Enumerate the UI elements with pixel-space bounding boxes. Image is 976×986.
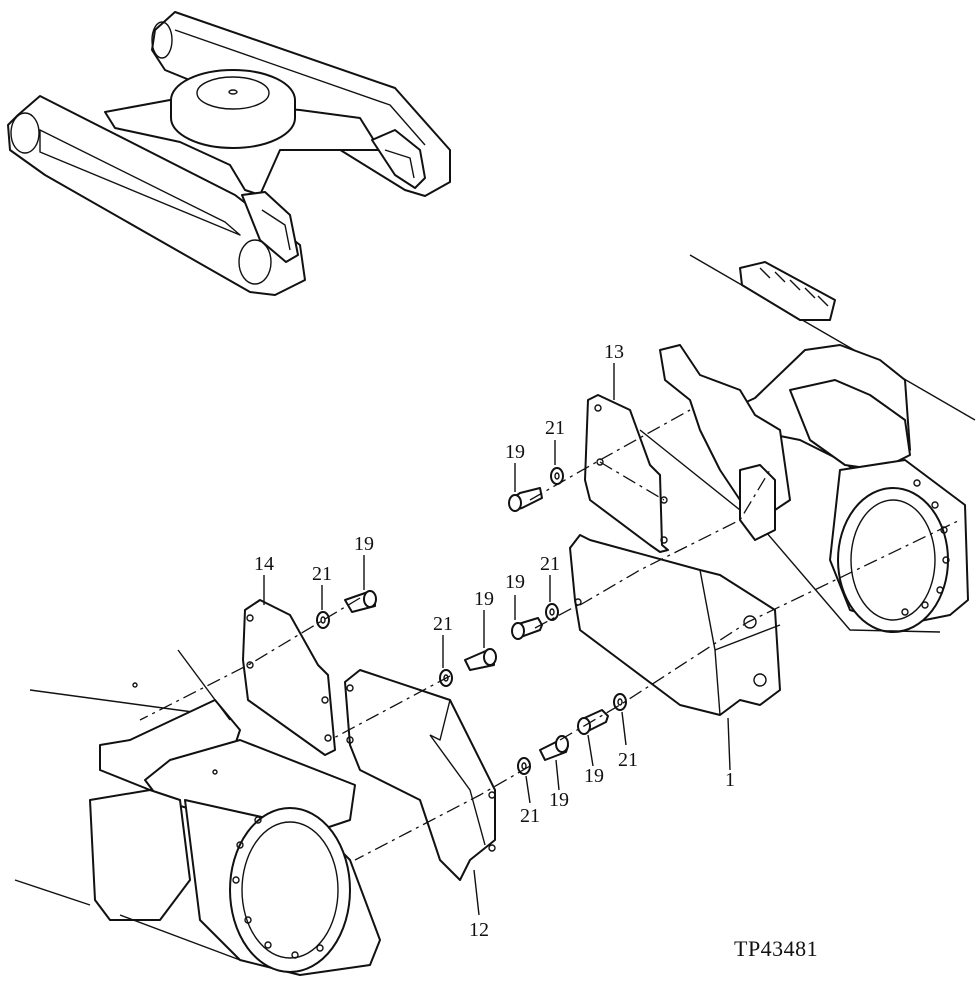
bolt-19-b [344,590,377,613]
callout-21-c: 21 [433,613,453,635]
callout-21-d: 21 [540,553,560,575]
callout-14: 14 [254,553,274,575]
figure-code: TP43481 [734,936,818,961]
callout-21-f: 21 [618,749,638,771]
callout-21-e: 21 [520,805,540,827]
undercarriage-overview [7,11,451,296]
cover-13 [584,394,669,553]
callout-19-a: 19 [505,441,525,463]
cover-14 [242,599,336,756]
cover-1 [569,534,781,716]
callout-19-e: 19 [549,789,569,811]
left-track-frame [14,649,381,976]
callout-19-b: 19 [354,533,374,555]
assembly-centerlines [139,409,961,861]
callout-labels: 13 21 19 14 21 19 21 19 19 21 21 19 19 2… [254,341,735,941]
cover-12 [344,669,496,881]
bolt-19-d [511,617,543,640]
callout-19-d: 19 [505,571,525,593]
callout-12: 12 [469,919,489,941]
callout-1: 1 [725,769,735,791]
left-bolt-circle [232,816,324,959]
bolt-19-e [539,735,569,761]
callout-21-a: 21 [545,417,565,439]
bolt-19-c [464,648,497,671]
callout-leaders [263,363,731,916]
bolt-19-f [577,709,609,735]
right-track-frame [639,254,976,633]
callout-13: 13 [604,341,624,363]
bolt-19-a [508,487,543,512]
callout-19-f: 19 [584,765,604,787]
callout-21-b: 21 [312,563,332,585]
callout-19-c: 19 [474,588,494,610]
